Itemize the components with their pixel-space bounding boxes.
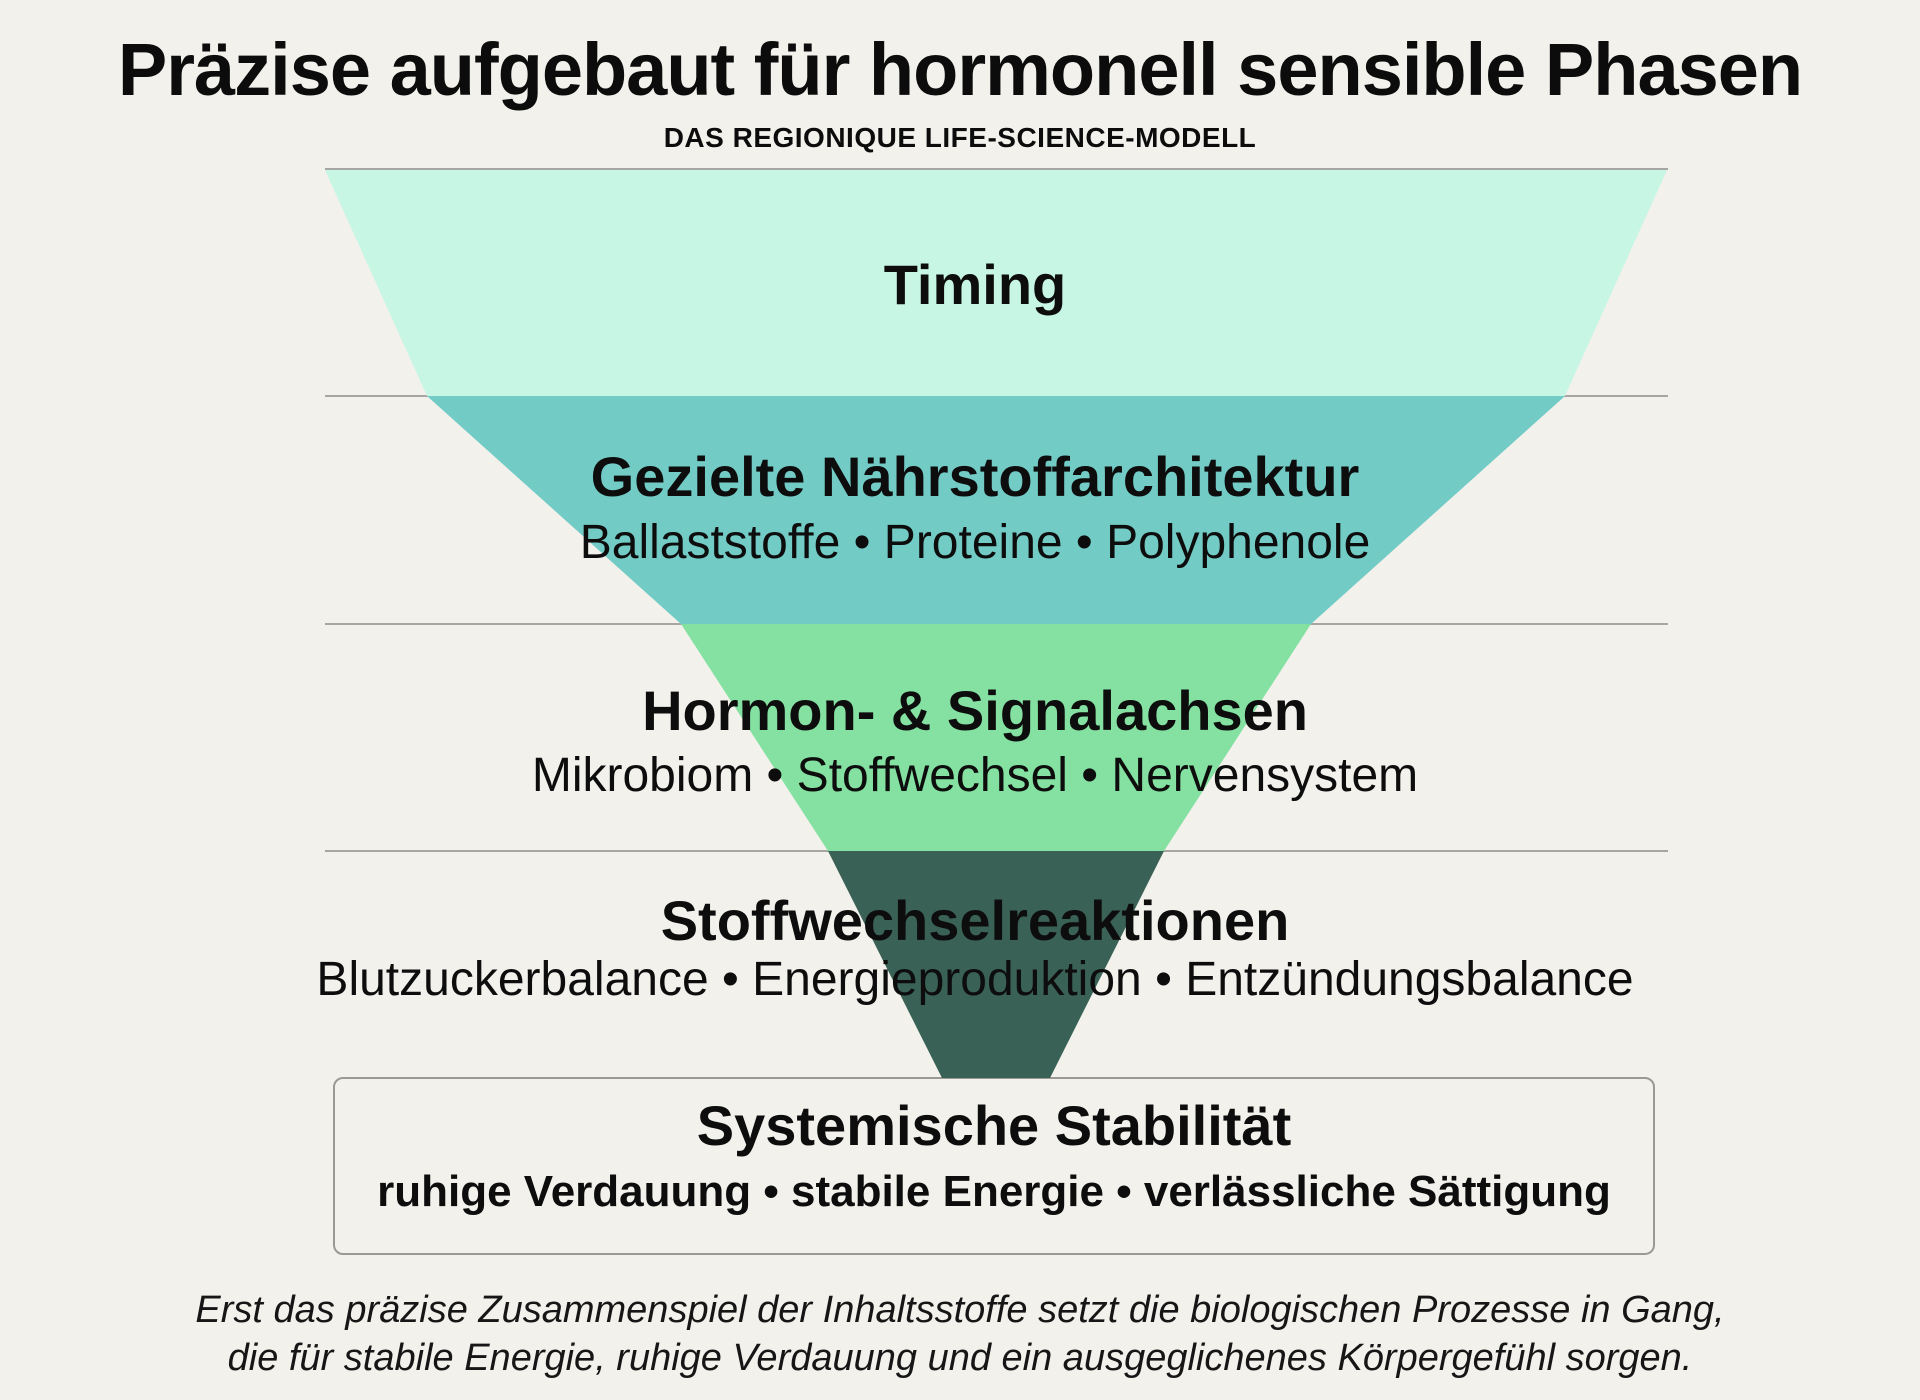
footer-note: Erst das präzise Zusammenspiel der Inhal… xyxy=(0,1286,1920,1382)
page-subtitle: DAS REGIONIQUE LIFE-SCIENCE-MODELL xyxy=(663,122,1257,153)
funnel-level-2-label: Gezielte Nährstoffarchitektur xyxy=(590,445,1360,508)
footer-line-1: Erst das präzise Zusammenspiel der Inhal… xyxy=(195,1289,1725,1331)
funnel-level-4-sublabel: Blutzuckerbalance • Energieproduktion • … xyxy=(316,953,1634,1006)
base-stability-box: Systemische Stabilität ruhige Verdauung … xyxy=(333,1077,1655,1255)
funnel-level-3-sublabel: Mikrobiom • Stoffwechsel • Nervensystem xyxy=(531,749,1419,802)
footer-line-2: die für stabile Energie, ruhige Verdauun… xyxy=(227,1337,1693,1379)
funnel-level-4-label: Stoffwechselreaktionen xyxy=(660,889,1290,952)
funnel-level-3-label: Hormon- & Signalachsen xyxy=(642,679,1308,742)
base-box-label: Systemische Stabilität xyxy=(696,1094,1292,1157)
funnel-level-1-label: Timing xyxy=(883,253,1067,316)
funnel-level-2-sublabel: Ballaststoffe • Proteine • Polyphenole xyxy=(579,516,1371,569)
base-box-sublabel: ruhige Verdauung • stabile Energie • ver… xyxy=(377,1167,1611,1216)
page-title: Präzise aufgebaut für hormonell sensible… xyxy=(117,28,1803,111)
